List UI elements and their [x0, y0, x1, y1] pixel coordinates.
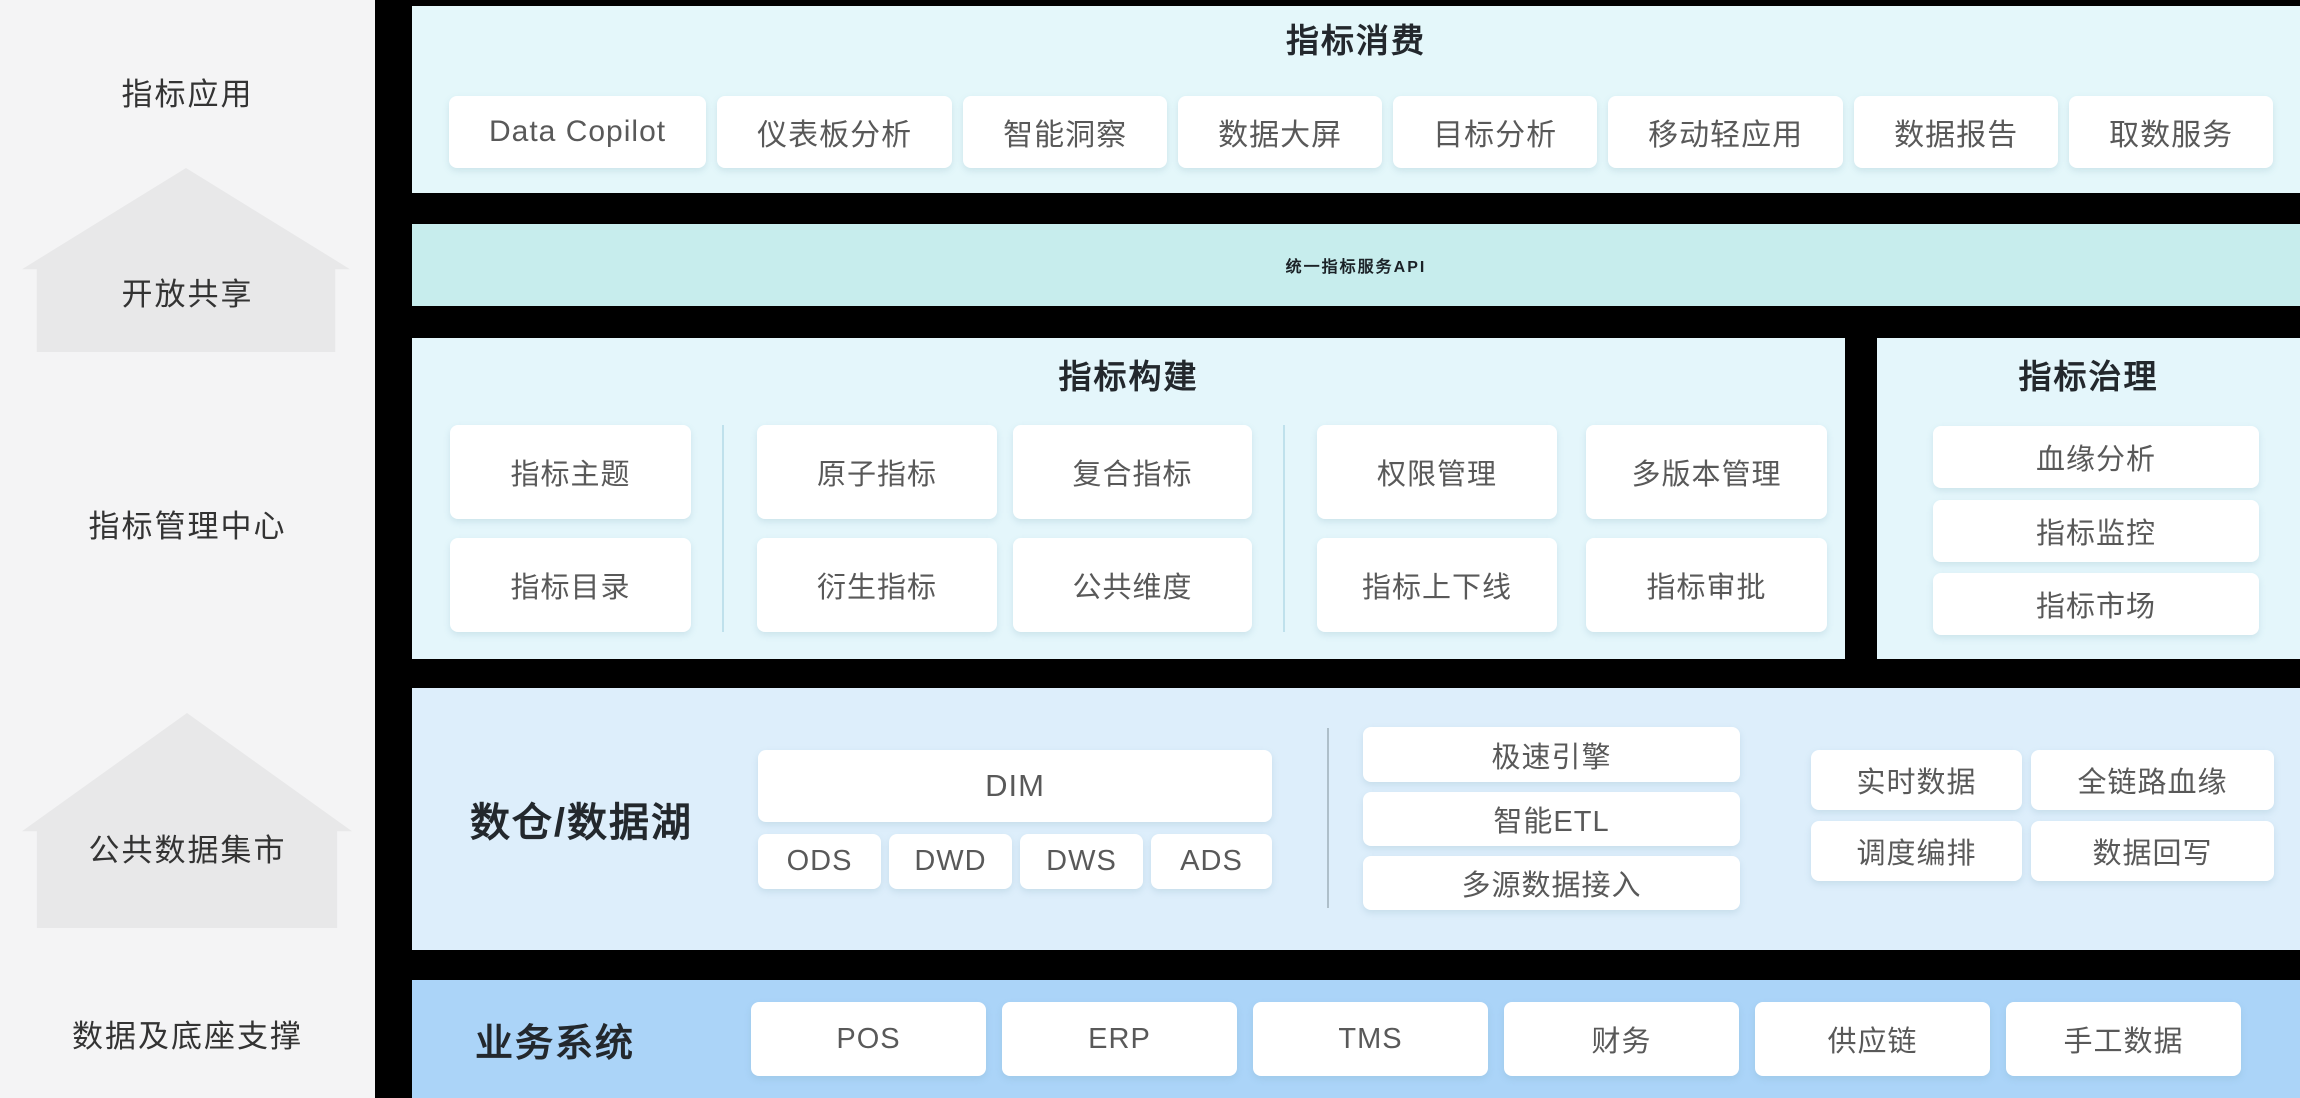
app-chip-data-report: 数据报告 [1854, 96, 2059, 168]
app-chip-data-copilot: Data Copilot [449, 96, 707, 168]
data-warehouse-band: 数仓/数据湖 DIM ODS DWD DWS ADS 极速引擎 智能ETL 多源… [412, 688, 2300, 950]
warehouse-card-dwd: DWD [889, 834, 1012, 889]
sidebar-label-open-sharing: 开放共享 [121, 277, 254, 312]
sidebar-label-base-support: 数据及底座支撑 [72, 1019, 303, 1054]
metric-governance-panel: 指标治理 血缘分析 指标监控 指标市场 [1877, 338, 2300, 659]
metric-construction-panel: 指标构建 指标主题 原子指标 复合指标 权限管理 多版本管理 指标目录 衍生指标… [412, 338, 1845, 659]
business-systems-band: 业务系统 POS ERP TMS 财务 供应链 手工数据 [412, 980, 2300, 1098]
business-card-finance: 财务 [1504, 1002, 1739, 1076]
business-card-tms: TMS [1253, 1002, 1488, 1076]
warehouse-card-fast-engine: 极速引擎 [1363, 727, 1740, 782]
warehouse-card-data-writeback: 数据回写 [2031, 821, 2274, 881]
business-card-manual-data: 手工数据 [2006, 1002, 2241, 1076]
sidebar-label-data-mart: 公共数据集市 [88, 833, 287, 868]
construction-card-atomic-metric: 原子指标 [757, 425, 997, 519]
business-systems-title: 业务系统 [474, 1022, 635, 1065]
metric-consumption-title: 指标消费 [1286, 22, 1426, 59]
app-chip-big-screen: 数据大屏 [1178, 96, 1383, 168]
construction-divider-1 [722, 425, 724, 632]
warehouse-card-ads: ADS [1151, 834, 1272, 889]
construction-divider-2 [1283, 425, 1285, 632]
app-chip-insight: 智能洞察 [963, 96, 1168, 168]
warehouse-card-realtime-data: 实时数据 [1811, 750, 2022, 810]
governance-card-lineage-analysis: 血缘分析 [1933, 426, 2259, 488]
warehouse-card-multisource-ingest: 多源数据接入 [1363, 856, 1740, 910]
construction-card-metric-theme: 指标主题 [450, 425, 691, 519]
app-chip-dashboard: 仪表板分析 [717, 96, 953, 168]
warehouse-card-ods: ODS [758, 834, 881, 889]
metric-governance-title: 指标治理 [2018, 358, 2159, 395]
business-card-supply-chain: 供应链 [1755, 1002, 1990, 1076]
warehouse-card-dws: DWS [1020, 834, 1143, 889]
app-chip-data-service: 取数服务 [2069, 96, 2274, 168]
construction-card-metric-catalog: 指标目录 [450, 538, 691, 632]
warehouse-card-full-lineage: 全链路血缘 [2031, 750, 2274, 810]
app-chip-mobile-app: 移动轻应用 [1608, 96, 1844, 168]
consumption-app-row: Data Copilot 仪表板分析 智能洞察 数据大屏 目标分析 移动轻应用 … [449, 96, 2274, 168]
unified-api-label: 统一指标服务API [1285, 259, 1427, 276]
warehouse-card-dim: DIM [758, 750, 1272, 822]
business-card-erp: ERP [1002, 1002, 1237, 1076]
governance-card-metric-monitoring: 指标监控 [1933, 500, 2259, 562]
construction-card-composite-metric: 复合指标 [1013, 425, 1252, 519]
business-card-pos: POS [751, 1002, 986, 1076]
data-warehouse-title: 数仓/数据湖 [469, 801, 694, 845]
unified-api-band: 统一指标服务API [412, 224, 2300, 306]
construction-card-metric-approval: 指标审批 [1586, 538, 1827, 632]
warehouse-divider [1327, 728, 1329, 908]
warehouse-card-scheduling: 调度编排 [1811, 821, 2022, 881]
sidebar: 指标应用 开放共享 指标管理中心 公共数据集市 数据及底座支撑 [0, 0, 375, 1098]
construction-card-derived-metric: 衍生指标 [757, 538, 997, 632]
up-arrow-shape-bottom [22, 713, 352, 928]
construction-card-metric-onoffline: 指标上下线 [1317, 538, 1557, 632]
metric-consumption-band: 指标消费 Data Copilot 仪表板分析 智能洞察 数据大屏 目标分析 移… [412, 6, 2300, 193]
construction-card-common-dimension: 公共维度 [1013, 538, 1252, 632]
sidebar-label-metric-apps: 指标应用 [121, 77, 254, 112]
governance-card-metric-market: 指标市场 [1933, 573, 2259, 635]
warehouse-card-smart-etl: 智能ETL [1363, 792, 1740, 846]
sidebar-label-metric-center: 指标管理中心 [88, 509, 287, 544]
app-chip-goal-analysis: 目标分析 [1393, 96, 1598, 168]
construction-card-permission-mgmt: 权限管理 [1317, 425, 1557, 519]
metric-construction-title: 指标构建 [1058, 358, 1199, 395]
construction-card-version-mgmt: 多版本管理 [1586, 425, 1827, 519]
up-arrow-shape-top [22, 168, 350, 352]
